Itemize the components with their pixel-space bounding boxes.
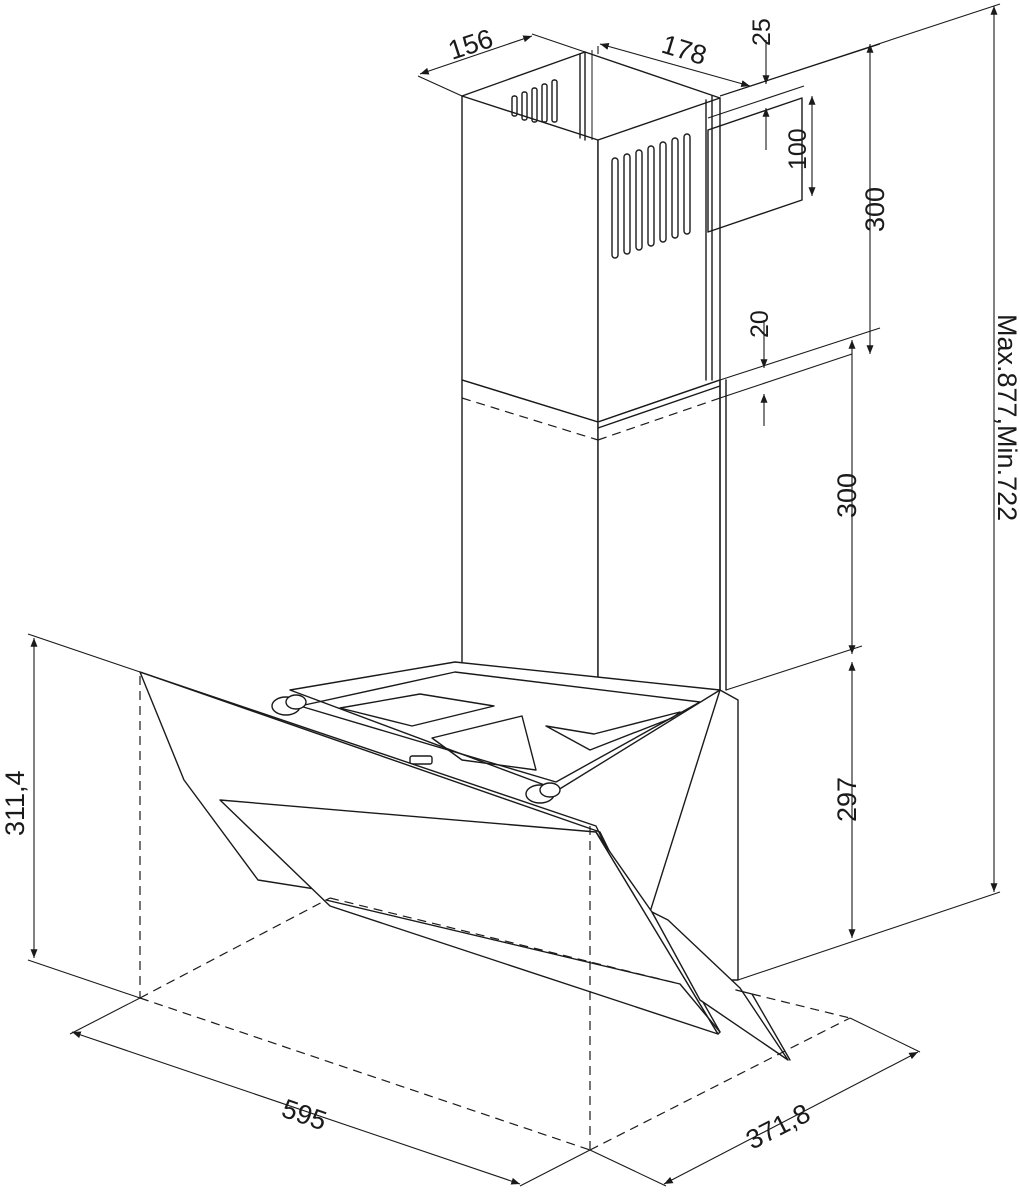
- label-outlet-height: 100: [784, 128, 812, 170]
- lower-duct: [461, 379, 727, 733]
- dimension-labels: 156 178 25 100 300 20 300 297 Max.877,Mi…: [0, 18, 1020, 1155]
- label-duct-depth: 156: [445, 23, 497, 65]
- label-duct-width: 178: [658, 29, 710, 71]
- hinge-right: [525, 782, 561, 804]
- label-hood-body-height: 297: [832, 777, 862, 822]
- label-overlap: 20: [746, 310, 774, 338]
- outlet-slot: [707, 97, 803, 233]
- glass-panels: [139, 671, 791, 1061]
- dimension-lines: [27, 3, 1001, 1187]
- upper-duct: [461, 50, 803, 423]
- control-panel: [409, 755, 433, 765]
- label-hood-depth: 371,8: [741, 1098, 815, 1155]
- label-hood-front-height: 311,4: [0, 770, 30, 836]
- upper-duct-back-vents: [511, 79, 558, 123]
- hood-body: [271, 661, 739, 981]
- label-outlet-offset: 25: [748, 18, 776, 46]
- label-lower-duct-height: 300: [832, 473, 862, 518]
- label-hood-width: 595: [278, 1093, 330, 1136]
- upper-duct-front-vents: [611, 133, 691, 259]
- footprint-outline: [139, 676, 851, 1151]
- label-upper-duct-height: 300: [860, 187, 890, 232]
- label-total-height: Max.877,Min.722: [992, 314, 1020, 521]
- hinge-left: [271, 694, 307, 716]
